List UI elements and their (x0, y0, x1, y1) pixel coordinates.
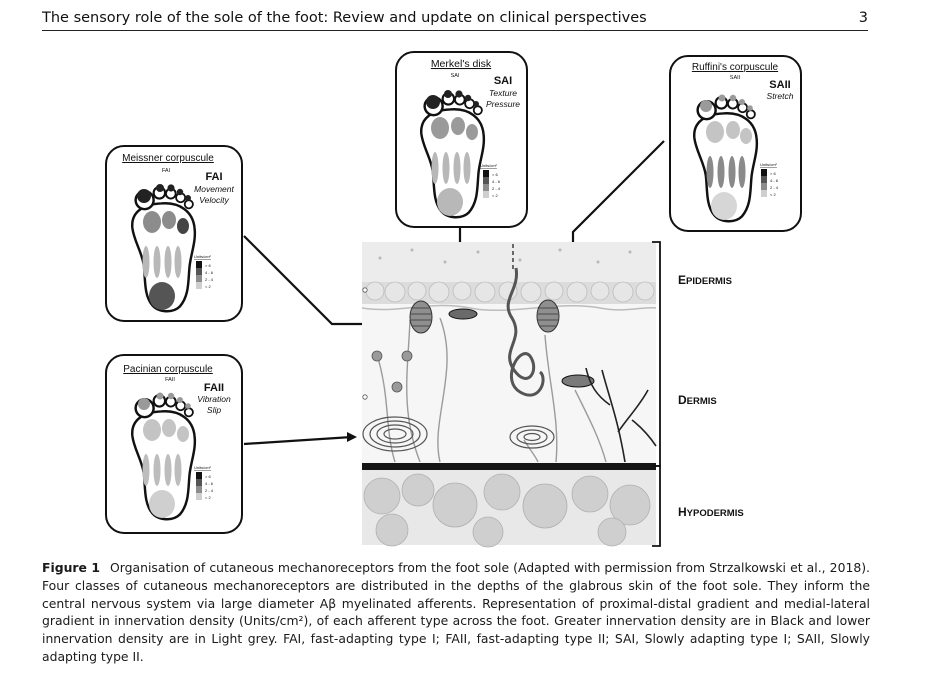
running-title: The sensory role of the sole of the foot… (42, 10, 647, 26)
svg-text:4 - 6: 4 - 6 (770, 178, 779, 183)
panel-type: FAII (204, 382, 224, 394)
svg-text:2 - 4: 2 - 4 (492, 186, 501, 191)
panel-subtype: FAII (165, 377, 175, 383)
page-number: 3 (858, 10, 868, 26)
panel-type: SAI (494, 75, 512, 87)
svg-text:2 - 4: 2 - 4 (205, 488, 214, 493)
svg-text:4 - 6: 4 - 6 (492, 179, 501, 184)
epidermis-label: EPIDERMIS (678, 273, 732, 287)
svg-text:< 2: < 2 (492, 193, 498, 198)
panel-function: Vibration (197, 394, 231, 404)
svg-text:> 6: > 6 (205, 263, 211, 268)
panel-function: Pressure (486, 99, 520, 109)
ruffini-panel: Ruffini's corpuscule SAII SAII Stretch U… (669, 55, 802, 232)
density-legend: Units/cm² > 6 4 - 6 2 - 4 < 2 (760, 162, 779, 197)
meissner-panel: Meissner corpuscule FAI FAI Movement Vel… (105, 145, 243, 322)
panel-title: Meissner corpuscule (122, 153, 214, 164)
density-legend: Units/cm² > 6 4 - 6 2 - 4 < 2 (194, 254, 214, 289)
dermis-label: DERMIS (678, 393, 717, 407)
density-legend: Units/cm² > 6 4 - 6 2 - 4 < 2 (194, 465, 214, 500)
legend-title: Units/cm² (480, 163, 498, 168)
density-legend: Units/cm² > 6 4 - 6 2 - 4 < 2 (480, 163, 501, 198)
svg-text:> 6: > 6 (205, 474, 211, 479)
running-header: The sensory role of the sole of the foot… (42, 8, 868, 31)
panel-function: Movement (194, 184, 234, 194)
hypodermis-label: HYPODERMIS (678, 505, 744, 519)
panel-subtype: SAI (451, 73, 460, 79)
svg-text:< 2: < 2 (770, 192, 776, 197)
mechanoreceptor-figure: EPIDERMIS DERMIS HYPODERMIS Merkel's dis… (105, 51, 802, 548)
panel-title: Pacinian corpuscule (123, 364, 213, 375)
skin-cross-section (361, 242, 657, 548)
layer-brackets (652, 241, 661, 547)
svg-text:< 2: < 2 (205, 495, 211, 500)
figure-label: Figure 1 (42, 560, 101, 575)
panel-type: FAI (205, 171, 222, 183)
panel-function: Texture (489, 88, 517, 98)
svg-text:2 - 4: 2 - 4 (205, 277, 214, 282)
svg-text:> 6: > 6 (492, 172, 498, 177)
svg-text:< 2: < 2 (205, 284, 211, 289)
caption-text: Organisation of cutaneous mechanorecepto… (42, 560, 870, 664)
ruffini-in-skin (561, 374, 595, 388)
coiled-nerve (506, 267, 545, 397)
panel-function: Velocity (199, 195, 229, 205)
merkel-disk-in-skin (448, 308, 478, 320)
pacinian-corpuscle-in-skin (362, 416, 555, 452)
legend-title: Units/cm² (760, 162, 778, 167)
panel-type: SAII (769, 79, 790, 91)
merkel-panel: Merkel's disk SAI SAI Texture Pressure U… (395, 51, 528, 228)
panel-title: Ruffini's corpuscule (692, 62, 779, 73)
panel-title: Merkel's disk (431, 58, 492, 70)
svg-text:2 - 4: 2 - 4 (770, 185, 779, 190)
svg-text:4 - 6: 4 - 6 (205, 481, 214, 486)
panel-function: Stretch (767, 91, 794, 101)
panel-subtype: FAI (162, 168, 171, 174)
svg-text:> 6: > 6 (770, 171, 776, 176)
svg-text:4 - 6: 4 - 6 (205, 270, 214, 275)
legend-title: Units/cm² (194, 465, 212, 470)
pacinian-panel: Pacinian corpuscule FAII FAII Vibration … (105, 354, 243, 534)
panel-subtype: SAII (730, 75, 741, 81)
legend-title: Units/cm² (194, 254, 212, 259)
panel-function: Slip (207, 405, 221, 415)
